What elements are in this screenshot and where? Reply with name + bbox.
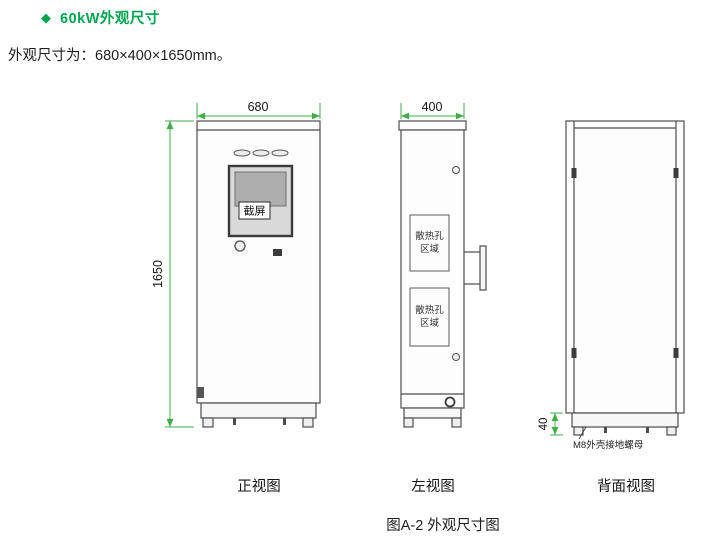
- back-base-dim-text: 40: [538, 418, 550, 431]
- section-title: 60kW外观尺寸: [60, 11, 160, 27]
- diamond-bullet-icon: ◆: [41, 10, 51, 25]
- dimensions-description: 外观尺寸为：680×400×1650mm。: [8, 48, 232, 64]
- side-depth-dimension: [400, 103, 465, 120]
- front-height-dimension: [165, 120, 194, 428]
- screen-watermark-text: 截屏: [244, 204, 266, 218]
- side-base-hole: [444, 396, 456, 408]
- side-view: 400 散热孔 区域 散热孔 区域: [398, 100, 487, 428]
- back-view: 40 M8外壳接地螺母: [538, 120, 685, 451]
- side-cabinet-outline: [398, 120, 467, 428]
- vent-area-1-label-line2: 区域: [420, 243, 440, 255]
- side-vent-area-1: 散热孔 区域: [409, 214, 450, 272]
- vent-area-1-label-line1: 散热孔: [415, 230, 444, 242]
- front-width-dim-text: 680: [248, 100, 269, 114]
- ground-nut-label: M8外壳接地螺母: [573, 439, 643, 451]
- back-view-label: 背面视图: [597, 478, 655, 495]
- front-height-dim-text: 1650: [151, 260, 165, 288]
- front-display-screen: 截屏: [227, 164, 294, 238]
- vent-area-2-label-line2: 区域: [420, 317, 440, 329]
- side-top-screw: [452, 166, 460, 174]
- view-labels: 正视图 左视图 背面视图: [237, 478, 655, 495]
- front-view-label: 正视图: [237, 478, 281, 495]
- front-round-button: [234, 240, 246, 252]
- screen-display: [234, 171, 287, 207]
- back-cabinet-outline: [565, 120, 685, 436]
- front-view: 680 1650: [151, 100, 321, 428]
- back-base-dimension: [550, 412, 563, 436]
- side-vent-area-2: 散热孔 区域: [409, 287, 450, 347]
- back-hinge-marks: [571, 168, 679, 358]
- front-side-connector: [197, 387, 204, 398]
- side-depth-dim-text: 400: [422, 100, 443, 114]
- front-vent-slots-icon: [233, 149, 289, 157]
- vent-area-2-label-line1: 散热孔: [415, 304, 444, 316]
- side-flange-connector: [464, 245, 487, 291]
- section-header: ◆ 60kW外观尺寸: [41, 7, 160, 28]
- screen-watermark-box: [238, 201, 271, 220]
- front-switch: [273, 249, 282, 256]
- figure-caption: 图A-2 外观尺寸图: [386, 518, 500, 534]
- ground-nut-leader-line: [578, 426, 587, 440]
- side-lower-screw: [452, 353, 460, 361]
- side-view-label: 左视图: [411, 478, 455, 495]
- front-width-dimension: [196, 103, 321, 120]
